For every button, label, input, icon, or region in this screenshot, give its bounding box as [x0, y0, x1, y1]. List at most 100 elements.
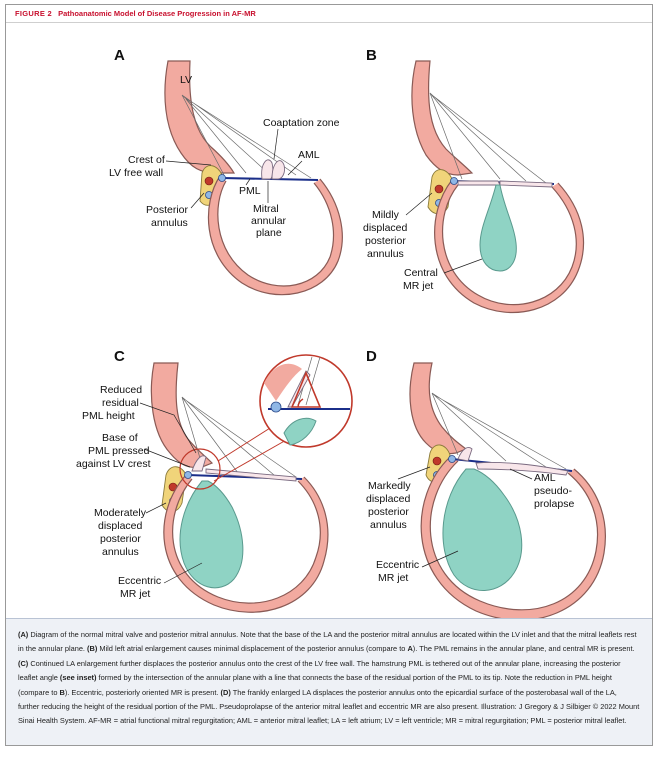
panel-d-lv-wall: [409, 362, 468, 455]
panel-b-la-inner: [441, 184, 577, 306]
panel-d-mark-leader: [397, 466, 431, 480]
panel-c-ecc-label-2: MR jet: [120, 588, 150, 600]
panel-b-la-outer: [434, 179, 585, 314]
caption-text-b2: ). The PML remains in the annular plane,…: [412, 644, 635, 654]
panel-b-letter: B: [366, 47, 377, 64]
panel-b-mild-leader: [405, 192, 433, 216]
panel-a-aml-leader: [287, 160, 303, 176]
figure-header: FIGURE 2 Pathoanatomic Model of Disease …: [6, 5, 652, 23]
panel-c-base-label-1: Base of: [102, 432, 138, 444]
panel-a-crest-label-2: LV free wall: [109, 167, 163, 179]
panel-a-coaptation-leader: [273, 128, 279, 160]
panel-d-la-wall: [421, 457, 606, 618]
panel-a-letter: A: [114, 47, 125, 64]
caption-text-a: Diagram of the normal mitral valve and p…: [18, 630, 637, 654]
panel-a-lv-label: LV: [180, 74, 192, 86]
caption-text-d: The frankly enlarged LA displaces the po…: [18, 687, 640, 726]
panel-c-la-inner: [172, 478, 321, 604]
panel-b-lv-wall: [411, 60, 474, 176]
panel-c-mod-label-2: displaced: [98, 520, 143, 532]
panel-d-mark-label-3: posterior: [368, 506, 409, 518]
panel-d-eccentric-jet: [442, 468, 523, 591]
panel-a-pml-leaflet: [261, 159, 274, 180]
panel-c-base-label-3: against LV crest: [76, 458, 151, 470]
caption-inset-ref: (see inset): [59, 673, 97, 683]
panel-b-central-leader: [443, 258, 483, 274]
caption-text-c: Continued LA enlargement further displac…: [18, 658, 621, 683]
panel-b-mild-label-3: posterior: [365, 235, 406, 247]
panel-c-zoom-circle: [179, 448, 221, 490]
panel-b-mild-label-1: Mildly: [372, 209, 400, 221]
panel-d-chordae: [431, 392, 567, 470]
caption-ref-b: A: [407, 644, 413, 654]
panel-b-vessel-red: [434, 184, 444, 194]
panel-d-aml-leader: [509, 468, 533, 480]
caption-text-c3: ). Eccentric, posteriorly oriented MR is…: [64, 687, 221, 697]
panel-b-central-jet: [479, 184, 517, 272]
panel-c-la-wall: [163, 475, 328, 613]
panel-d-mark-label-4: annulus: [370, 519, 407, 531]
panel-a-la-wall: [208, 176, 343, 295]
panel-a-vessel-red: [204, 176, 214, 186]
panel-c-base-leader: [143, 448, 191, 468]
panel-c-ecc-leader: [163, 562, 203, 584]
caption-tag-a: (A): [18, 630, 29, 639]
figure-label: FIGURE 2: [15, 9, 52, 18]
panel-a-la-inner: [217, 180, 335, 287]
panel-d-mark-label-1: Markedly: [368, 480, 411, 492]
panel-c-mod-label-3: posterior: [100, 533, 141, 545]
panel-d-mark-label-2: displaced: [366, 493, 411, 505]
caption-ref-c: B: [59, 687, 65, 697]
panel-c-reduced-label-2: residual: [102, 397, 139, 409]
caption-text-b: Mild left atrial enlargement causes mini…: [97, 644, 408, 654]
panel-d-aml-label-3: prolapse: [534, 498, 574, 510]
panel-d-letter: D: [366, 348, 377, 365]
panel-c-inset: [259, 354, 353, 448]
panel-c-mod-leader: [145, 502, 167, 514]
panel-d-pml-leaflet: [457, 447, 473, 462]
panel-b-annulus-dot: [450, 177, 458, 185]
panel-d: D Markedly displaced posterior annulus A…: [366, 348, 606, 618]
panel-a-pml-label: PML: [239, 185, 261, 197]
panel-c-reduced-label-3: PML height: [82, 410, 135, 422]
panel-b-central-label-2: MR jet: [403, 280, 433, 292]
figure-title: Pathoanatomic Model of Disease Progressi…: [58, 9, 256, 18]
panel-a: A LV Coaptation zone Crest of LV free wa…: [109, 47, 343, 296]
figure-frame: FIGURE 2 Pathoanatomic Model of Disease …: [5, 4, 653, 746]
caption-tag-c: (C): [18, 658, 29, 668]
panel-a-mitral-label-3: plane: [256, 227, 282, 239]
panel-c-la-outer: [163, 474, 329, 613]
panel-c: C: [76, 348, 353, 613]
panel-c-zoom-line-2: [213, 438, 289, 482]
panel-a-annulus-dot: [218, 174, 226, 182]
panel-c-lv-wall: [150, 362, 214, 469]
panel-b-pml-leaflet: [457, 180, 501, 186]
panel-c-aml-leaflet: [205, 468, 297, 482]
panel-d-aml-label-2: pseudo-: [534, 485, 572, 497]
panel-d-la-inner: [429, 460, 599, 611]
panel-b-mild-label-4: annulus: [367, 248, 404, 260]
panel-c-reduced-label-1: Reduced: [100, 384, 142, 396]
panel-a-posterior-label-2: annulus: [151, 217, 188, 229]
panel-d-ecc-label-2: MR jet: [378, 572, 408, 584]
panel-b-central-label-1: Central: [404, 267, 438, 279]
panel-c-eccentric-jet: [179, 480, 244, 589]
panel-c-mod-label-4: annulus: [102, 546, 139, 558]
panel-a-lv-wall: [164, 60, 236, 174]
panel-b: B Mildly displaced posterior annulus Cen…: [363, 47, 585, 314]
panel-d-aml-label-1: AML: [534, 472, 556, 484]
panel-a-chordae: [181, 94, 312, 179]
panel-b-mild-label-2: displaced: [363, 222, 408, 234]
panel-a-coaptation-label: Coaptation zone: [263, 117, 340, 129]
panel-d-ecc-leader: [421, 550, 459, 568]
panel-a-posterior-leader: [190, 192, 205, 209]
panel-d-la-outer: [420, 456, 606, 618]
panel-c-chordae: [181, 396, 297, 478]
panel-b-chordae: [429, 92, 547, 184]
panel-c-letter: C: [114, 348, 125, 365]
caption-tag-b: (B): [87, 644, 98, 654]
panel-c-ecc-label-1: Eccentric: [118, 575, 161, 587]
panel-d-ecc-label-1: Eccentric: [376, 559, 419, 571]
panel-d-aml-leaflet: [475, 462, 569, 476]
figure-caption: (A) Diagram of the normal mitral valve a…: [6, 618, 652, 745]
